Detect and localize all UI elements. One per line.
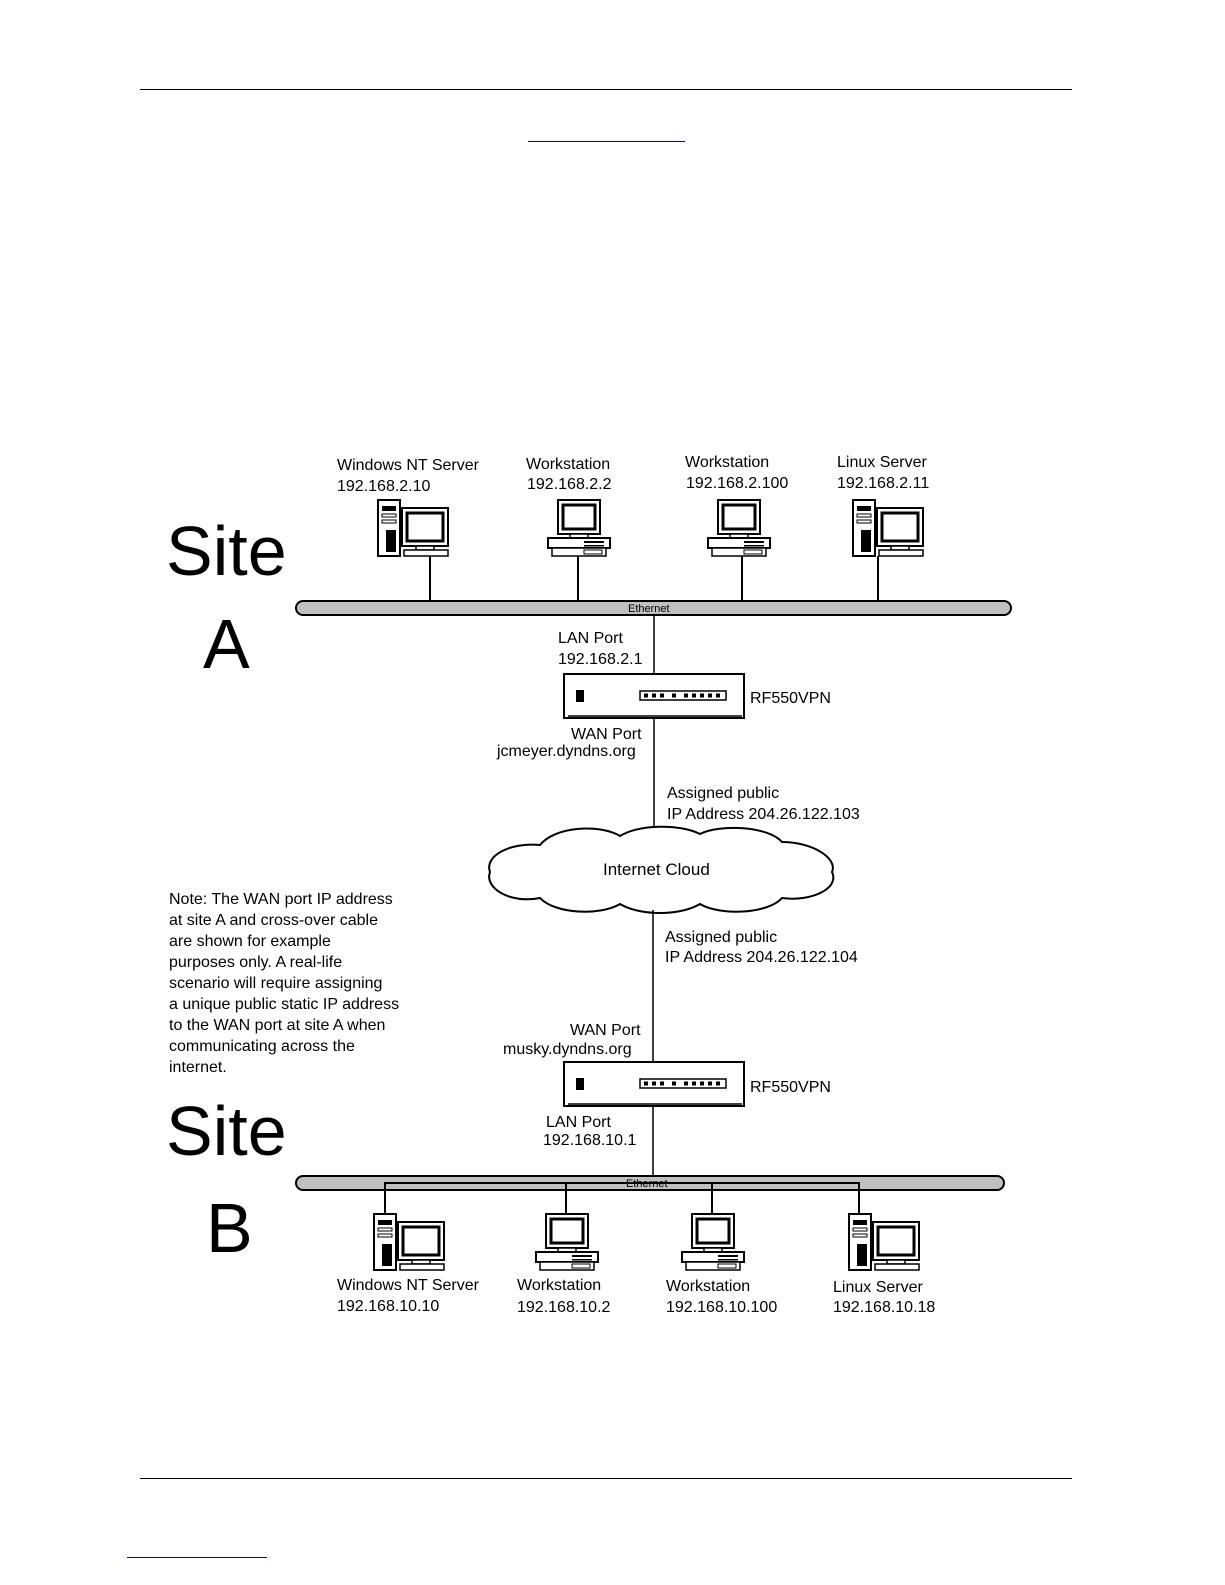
host-name: Linux Server (833, 1279, 923, 1296)
site-b-host-4: Linux Server 192.168.10.18 (833, 1212, 935, 1316)
host-name: Linux Server (837, 454, 927, 471)
router-icon (563, 673, 745, 719)
header-rule (140, 89, 1072, 90)
host-name: Workstation (526, 456, 610, 473)
site-a-host-4: Linux Server 192.168.2.11 (837, 454, 929, 558)
site-a: Site A Windows NT Server 192.168.2.10 Wo… (166, 454, 1012, 836)
site-b-wan-port-label: WAN Port (570, 1022, 641, 1039)
site-a-public-ip-line1: Assigned public (667, 785, 779, 802)
site-a-lan-port-ip: 192.168.2.1 (558, 651, 643, 668)
site-b: Assigned public IP Address 204.26.122.10… (166, 910, 1005, 1316)
site-a-wan-port-host: jcmeyer.dyndns.org (496, 743, 636, 760)
server-tower-icon (372, 1212, 446, 1272)
note-line: a unique public static IP address (169, 996, 399, 1013)
note-line: to the WAN port at site A when (169, 1017, 385, 1034)
host-ip: 192.168.2.2 (527, 476, 612, 493)
note-line: purposes only. A real-life (169, 954, 342, 971)
site-b-wan-port-host: musky.dyndns.org (503, 1041, 632, 1058)
host-name: Windows NT Server (337, 1277, 480, 1294)
note: Note: The WAN port IP address at site A … (169, 891, 399, 1076)
note-line: at site A and cross-over cable (169, 912, 378, 929)
note-line: scenario will require assigning (169, 975, 382, 992)
host-ip: 192.168.2.100 (686, 475, 788, 492)
site-b-public-ip-line2: IP Address 204.26.122.104 (665, 949, 858, 966)
site-b-host-1: Windows NT Server 192.168.10.10 (337, 1212, 480, 1315)
note-line: Note: The WAN port IP address (169, 891, 393, 908)
host-ip: 192.168.10.10 (337, 1298, 439, 1315)
site-b-public-ip-line1: Assigned public (665, 929, 777, 946)
host-ip: 192.168.10.100 (666, 1299, 777, 1316)
note-line: internet. (169, 1059, 227, 1076)
host-name: Workstation (685, 454, 769, 471)
site-a-host-2: Workstation 192.168.2.2 (526, 456, 612, 558)
host-name: Workstation (517, 1277, 601, 1294)
host-ip: 192.168.10.2 (517, 1299, 611, 1316)
site-b-lan-port-ip: 192.168.10.1 (543, 1132, 637, 1149)
host-name: Workstation (666, 1278, 750, 1295)
site-a-title-line2: A (203, 605, 250, 683)
router-icon (563, 1061, 745, 1107)
host-ip: 192.168.2.11 (837, 475, 929, 492)
site-b-title-line1: Site (166, 1092, 287, 1170)
footer-rule (140, 1478, 1072, 1479)
site-b-title-line2: B (206, 1189, 253, 1267)
site-b-host-3: Workstation 192.168.10.100 (666, 1212, 777, 1316)
workstation-icon (706, 498, 772, 558)
workstation-icon (546, 498, 612, 558)
site-b-host-2: Workstation 192.168.10.2 (517, 1212, 611, 1316)
note-line: are shown for example (169, 933, 331, 950)
host-name: Windows NT Server (337, 457, 480, 474)
site-a-host-1: Windows NT Server 192.168.2.10 (337, 457, 480, 558)
host-ip: 192.168.10.18 (833, 1299, 935, 1316)
host-ip: 192.168.2.10 (337, 478, 431, 495)
site-a-host-3: Workstation 192.168.2.100 (685, 454, 788, 558)
ethernet-label: Ethernet (628, 603, 670, 615)
workstation-icon (680, 1212, 746, 1272)
cloud-icon (488, 825, 835, 914)
header-link-underline[interactable] (528, 141, 685, 142)
site-b-host-drops (384, 1182, 860, 1214)
server-tower-icon (376, 498, 450, 558)
site-a-wan-port-label: WAN Port (571, 726, 642, 743)
note-line: communicating across the (169, 1038, 355, 1055)
internet-cloud: Internet Cloud (488, 825, 835, 914)
site-b-router-model: RF550VPN (750, 1079, 831, 1096)
site-b-lan-port-label: LAN Port (546, 1114, 611, 1131)
site-a-title-line1: Site (166, 512, 287, 590)
server-tower-icon (851, 498, 925, 558)
site-a-lan-port-label: LAN Port (558, 630, 623, 647)
site-a-ethernet-bus: Ethernet (295, 600, 1012, 616)
site-a-public-ip-line2: IP Address 204.26.122.103 (667, 806, 860, 823)
site-a-router-model: RF550VPN (750, 690, 831, 707)
footer-link-underline[interactable] (127, 1557, 267, 1558)
workstation-icon (534, 1212, 600, 1272)
cloud-label: Internet Cloud (603, 860, 710, 879)
server-tower-icon (847, 1212, 921, 1272)
